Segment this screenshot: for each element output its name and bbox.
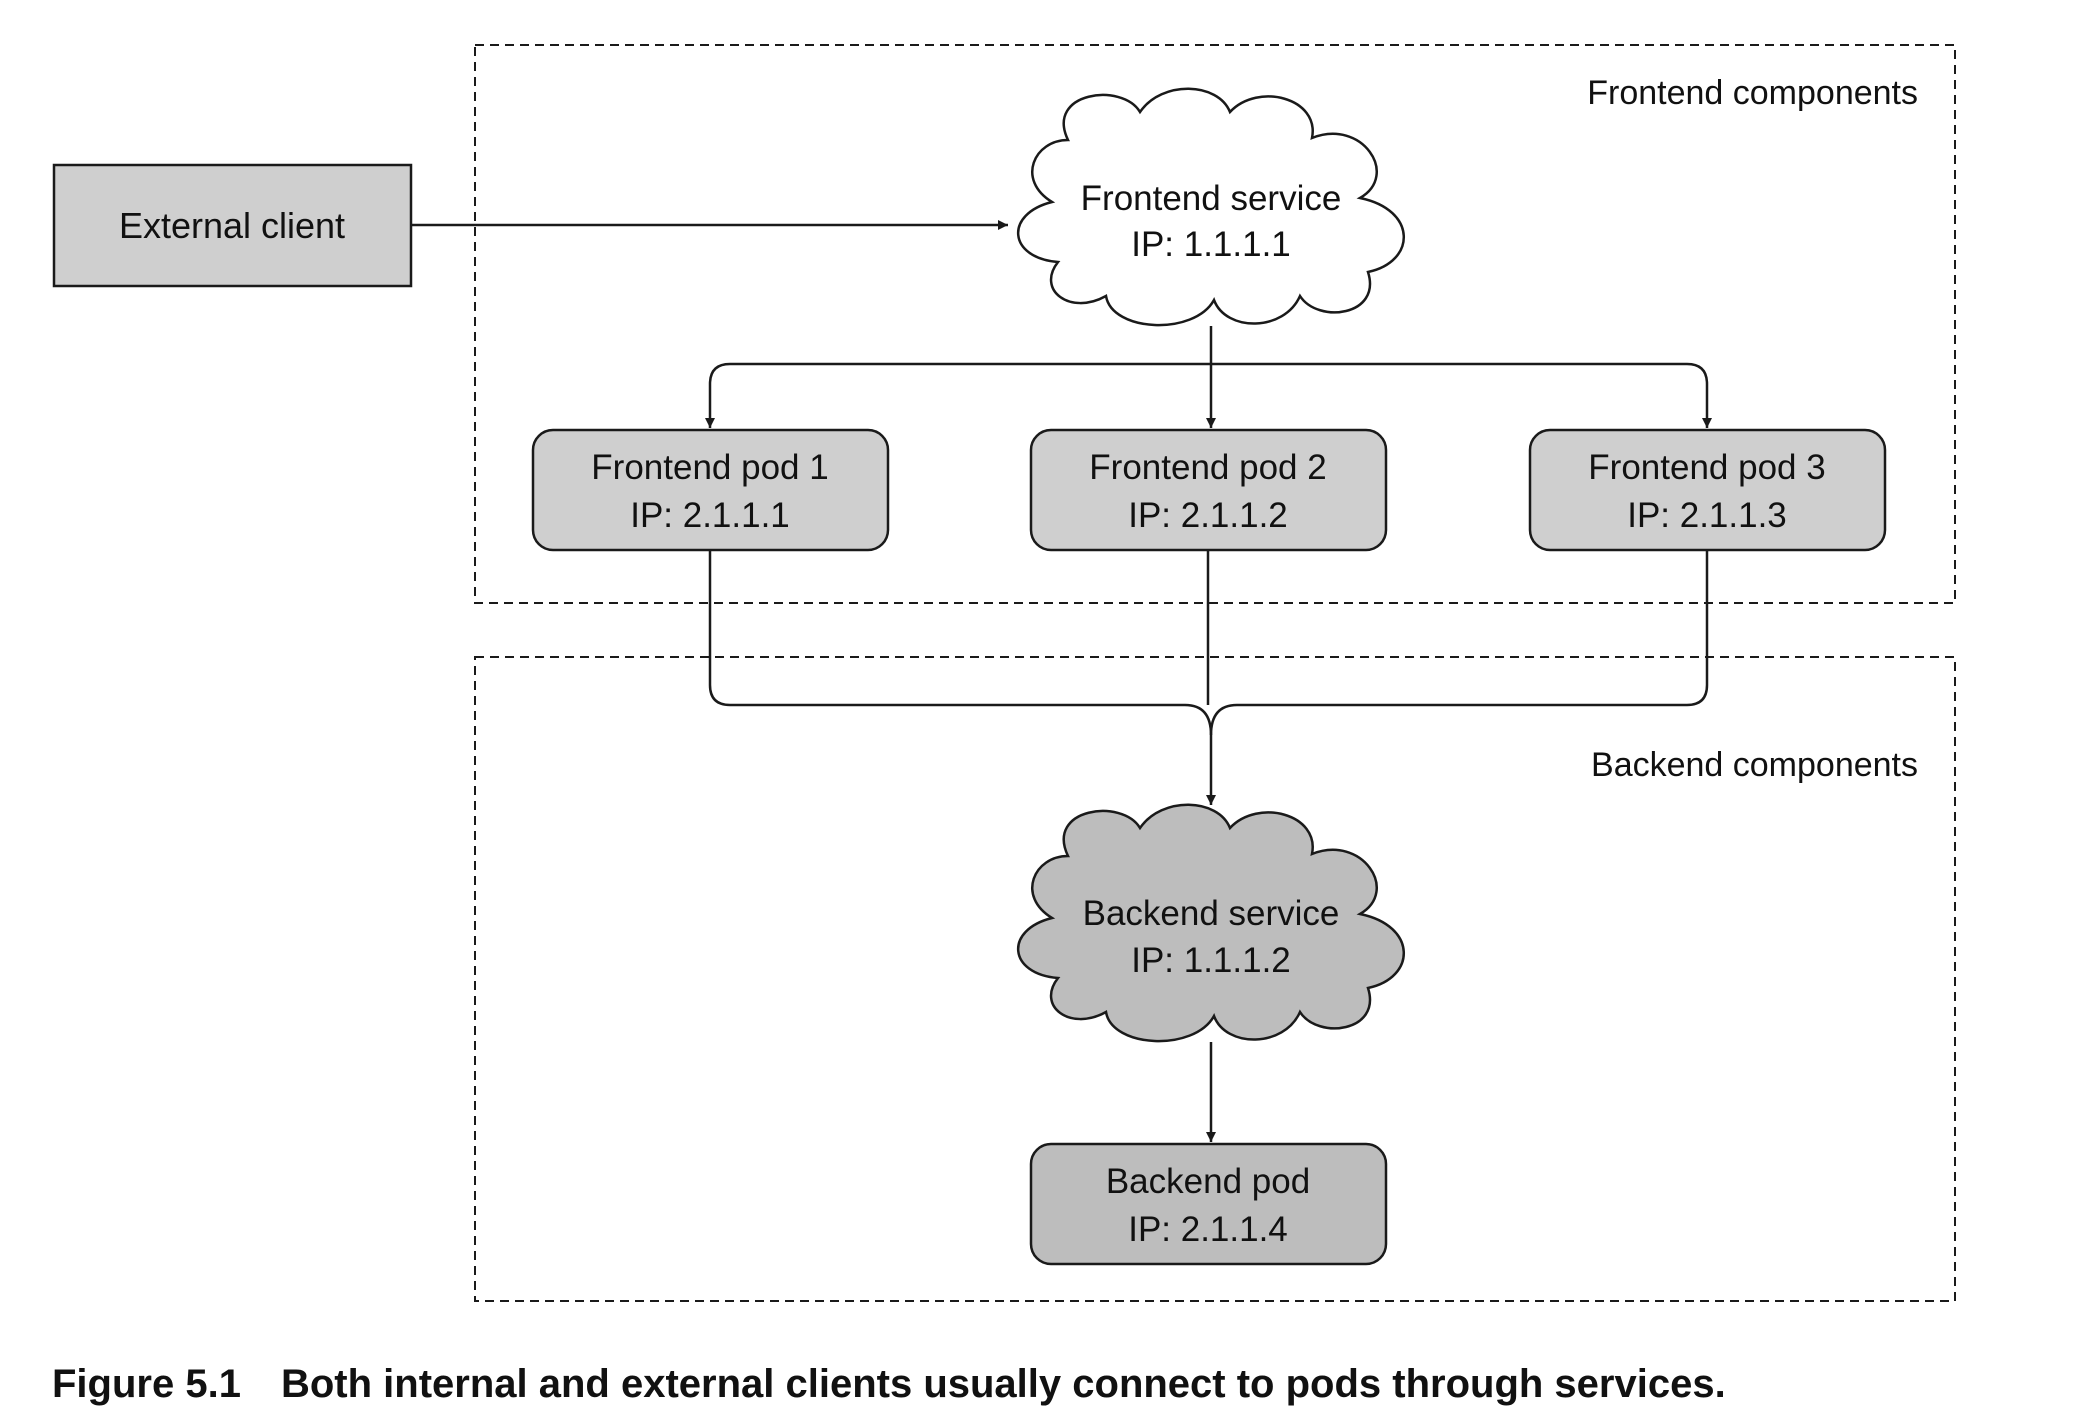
backend-components-boundary <box>474 656 1956 1302</box>
frontend-pod-1[interactable]: Frontend pod 1 IP: 2.1.1.1 <box>531 428 890 552</box>
figure-caption: Figure 5.1 Both internal and external cli… <box>52 1362 1726 1407</box>
frontend-pod-3-ip: IP: 2.1.1.3 <box>1627 496 1787 535</box>
frontend-pod-3-name: Frontend pod 3 <box>1588 448 1825 487</box>
frontend-pod-2-name: Frontend pod 2 <box>1089 448 1326 487</box>
backend-service-cloud-shape <box>1017 803 1405 1043</box>
backend-service-name: Backend service <box>1083 894 1340 933</box>
backend-service-ip: IP: 1.1.1.2 <box>1131 941 1291 980</box>
arrow-service-to-pod-3 <box>1211 362 1712 428</box>
frontend-components-boundary <box>474 44 1956 604</box>
frontend-service-cloud[interactable]: Frontend service IP: 1.1.1.1 <box>1017 87 1405 327</box>
backend-pod[interactable]: Backend pod IP: 2.1.1.4 <box>1029 1142 1388 1266</box>
external-client-box[interactable]: External client <box>52 163 413 288</box>
figure-caption-text: Both internal and external clients usual… <box>280 1362 1726 1406</box>
frontend-service-cloud-shape <box>1017 87 1405 327</box>
backend-pod-ip: IP: 2.1.1.4 <box>1128 1210 1288 1249</box>
external-client-label: External client <box>119 205 345 246</box>
figure-number: Figure 5.1 <box>52 1362 241 1406</box>
frontend-pod-2[interactable]: Frontend pod 2 IP: 2.1.1.2 <box>1029 428 1388 552</box>
frontend-pod-1-name: Frontend pod 1 <box>591 448 828 487</box>
line-pod-1-to-backend <box>708 550 1213 736</box>
frontend-pod-2-ip: IP: 2.1.1.2 <box>1128 496 1288 535</box>
frontend-service-ip: IP: 1.1.1.1 <box>1131 225 1291 264</box>
backend-pod-name: Backend pod <box>1106 1162 1310 1201</box>
backend-service-cloud[interactable]: Backend service IP: 1.1.1.2 <box>1017 803 1405 1043</box>
frontend-service-name: Frontend service <box>1081 179 1342 218</box>
frontend-pod-1-ip: IP: 2.1.1.1 <box>630 496 790 535</box>
backend-components-label: Backend components <box>1591 746 1918 784</box>
frontend-components-label: Frontend components <box>1587 74 1918 112</box>
line-pod-3-to-backend <box>1209 550 1709 736</box>
frontend-pod-3[interactable]: Frontend pod 3 IP: 2.1.1.3 <box>1528 428 1887 552</box>
arrow-service-to-pod-1 <box>705 362 1211 428</box>
